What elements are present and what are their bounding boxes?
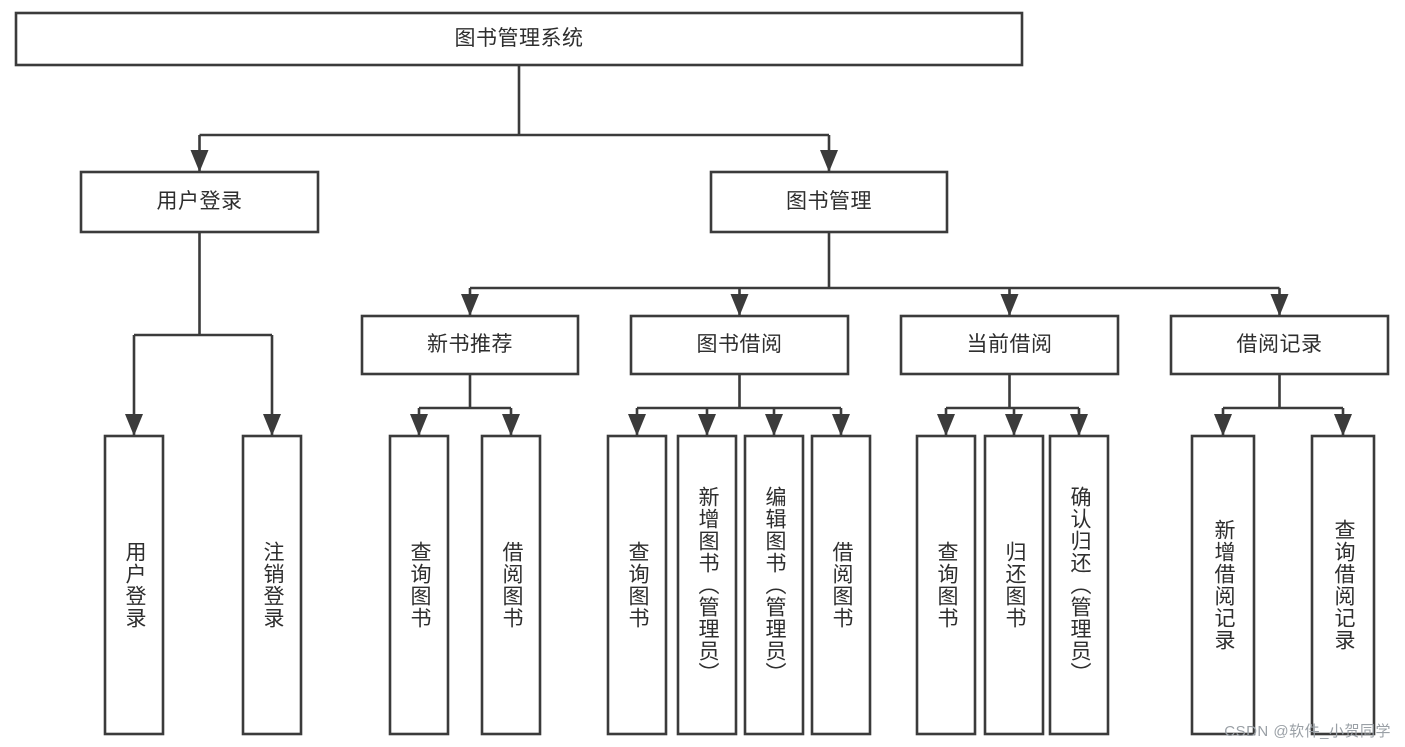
arrow-icon-book-borrow [730, 294, 749, 316]
edge-layer [125, 65, 1352, 436]
arrow-icon-leaf-borrow-book-rec [502, 414, 520, 436]
arrow-icon-leaf-query-book [628, 414, 646, 436]
node-box-root[interactable] [14, 11, 1024, 67]
arrow-icon-borrow-record [1270, 294, 1289, 316]
node-box-current-borrow[interactable] [899, 314, 1120, 376]
node-box-book-manage[interactable] [709, 170, 949, 234]
node-box-new-book-recommend[interactable] [360, 314, 580, 376]
node-box-leaf-query-book[interactable] [606, 434, 668, 736]
arrow-icon-leaf-borrow-book [832, 414, 850, 436]
node-box-user-login[interactable] [79, 170, 320, 234]
watermark-text: CSDN @软件_小贺同学 [1224, 723, 1391, 740]
node-box-leaf-borrow-book[interactable] [810, 434, 872, 736]
node-box-leaf-query-book-cur[interactable] [915, 434, 977, 736]
arrow-icon-leaf-query-book-cur [937, 414, 955, 436]
arrow-icon-user-login [190, 150, 209, 172]
node-box-leaf-return-book[interactable] [983, 434, 1045, 736]
node-box-leaf-borrow-book-rec[interactable] [480, 434, 542, 736]
arrow-icon-leaf-return-book [1005, 414, 1023, 436]
node-box-leaf-add-book[interactable] [676, 434, 738, 736]
arrow-icon-leaf-query-book-rec [410, 414, 428, 436]
arrow-icon-leaf-user-login [125, 414, 143, 436]
node-box-leaf-edit-book[interactable] [743, 434, 805, 736]
arrow-icon-book-manage [820, 150, 838, 172]
arrow-icon-leaf-add-record [1214, 414, 1232, 436]
arrow-icon-leaf-edit-book [765, 414, 783, 436]
arrow-icon-current-borrow [1000, 294, 1019, 316]
arrow-icon-leaf-add-book [698, 414, 716, 436]
node-box-leaf-query-record[interactable] [1310, 434, 1376, 736]
node-box-leaf-add-record[interactable] [1190, 434, 1256, 736]
arrow-icon-leaf-query-record [1334, 414, 1352, 436]
box-layer [14, 11, 1390, 736]
arrow-icon-leaf-confirm-return [1070, 414, 1088, 436]
node-box-borrow-record[interactable] [1169, 314, 1390, 376]
node-box-leaf-user-login[interactable] [103, 434, 165, 736]
node-box-leaf-query-book-rec[interactable] [388, 434, 450, 736]
node-box-book-borrow[interactable] [629, 314, 850, 376]
arrow-icon-leaf-logout [263, 414, 281, 436]
node-box-leaf-logout[interactable] [241, 434, 303, 736]
node-box-leaf-confirm-return[interactable] [1048, 434, 1110, 736]
arrow-icon-new-book-recommend [461, 294, 479, 316]
